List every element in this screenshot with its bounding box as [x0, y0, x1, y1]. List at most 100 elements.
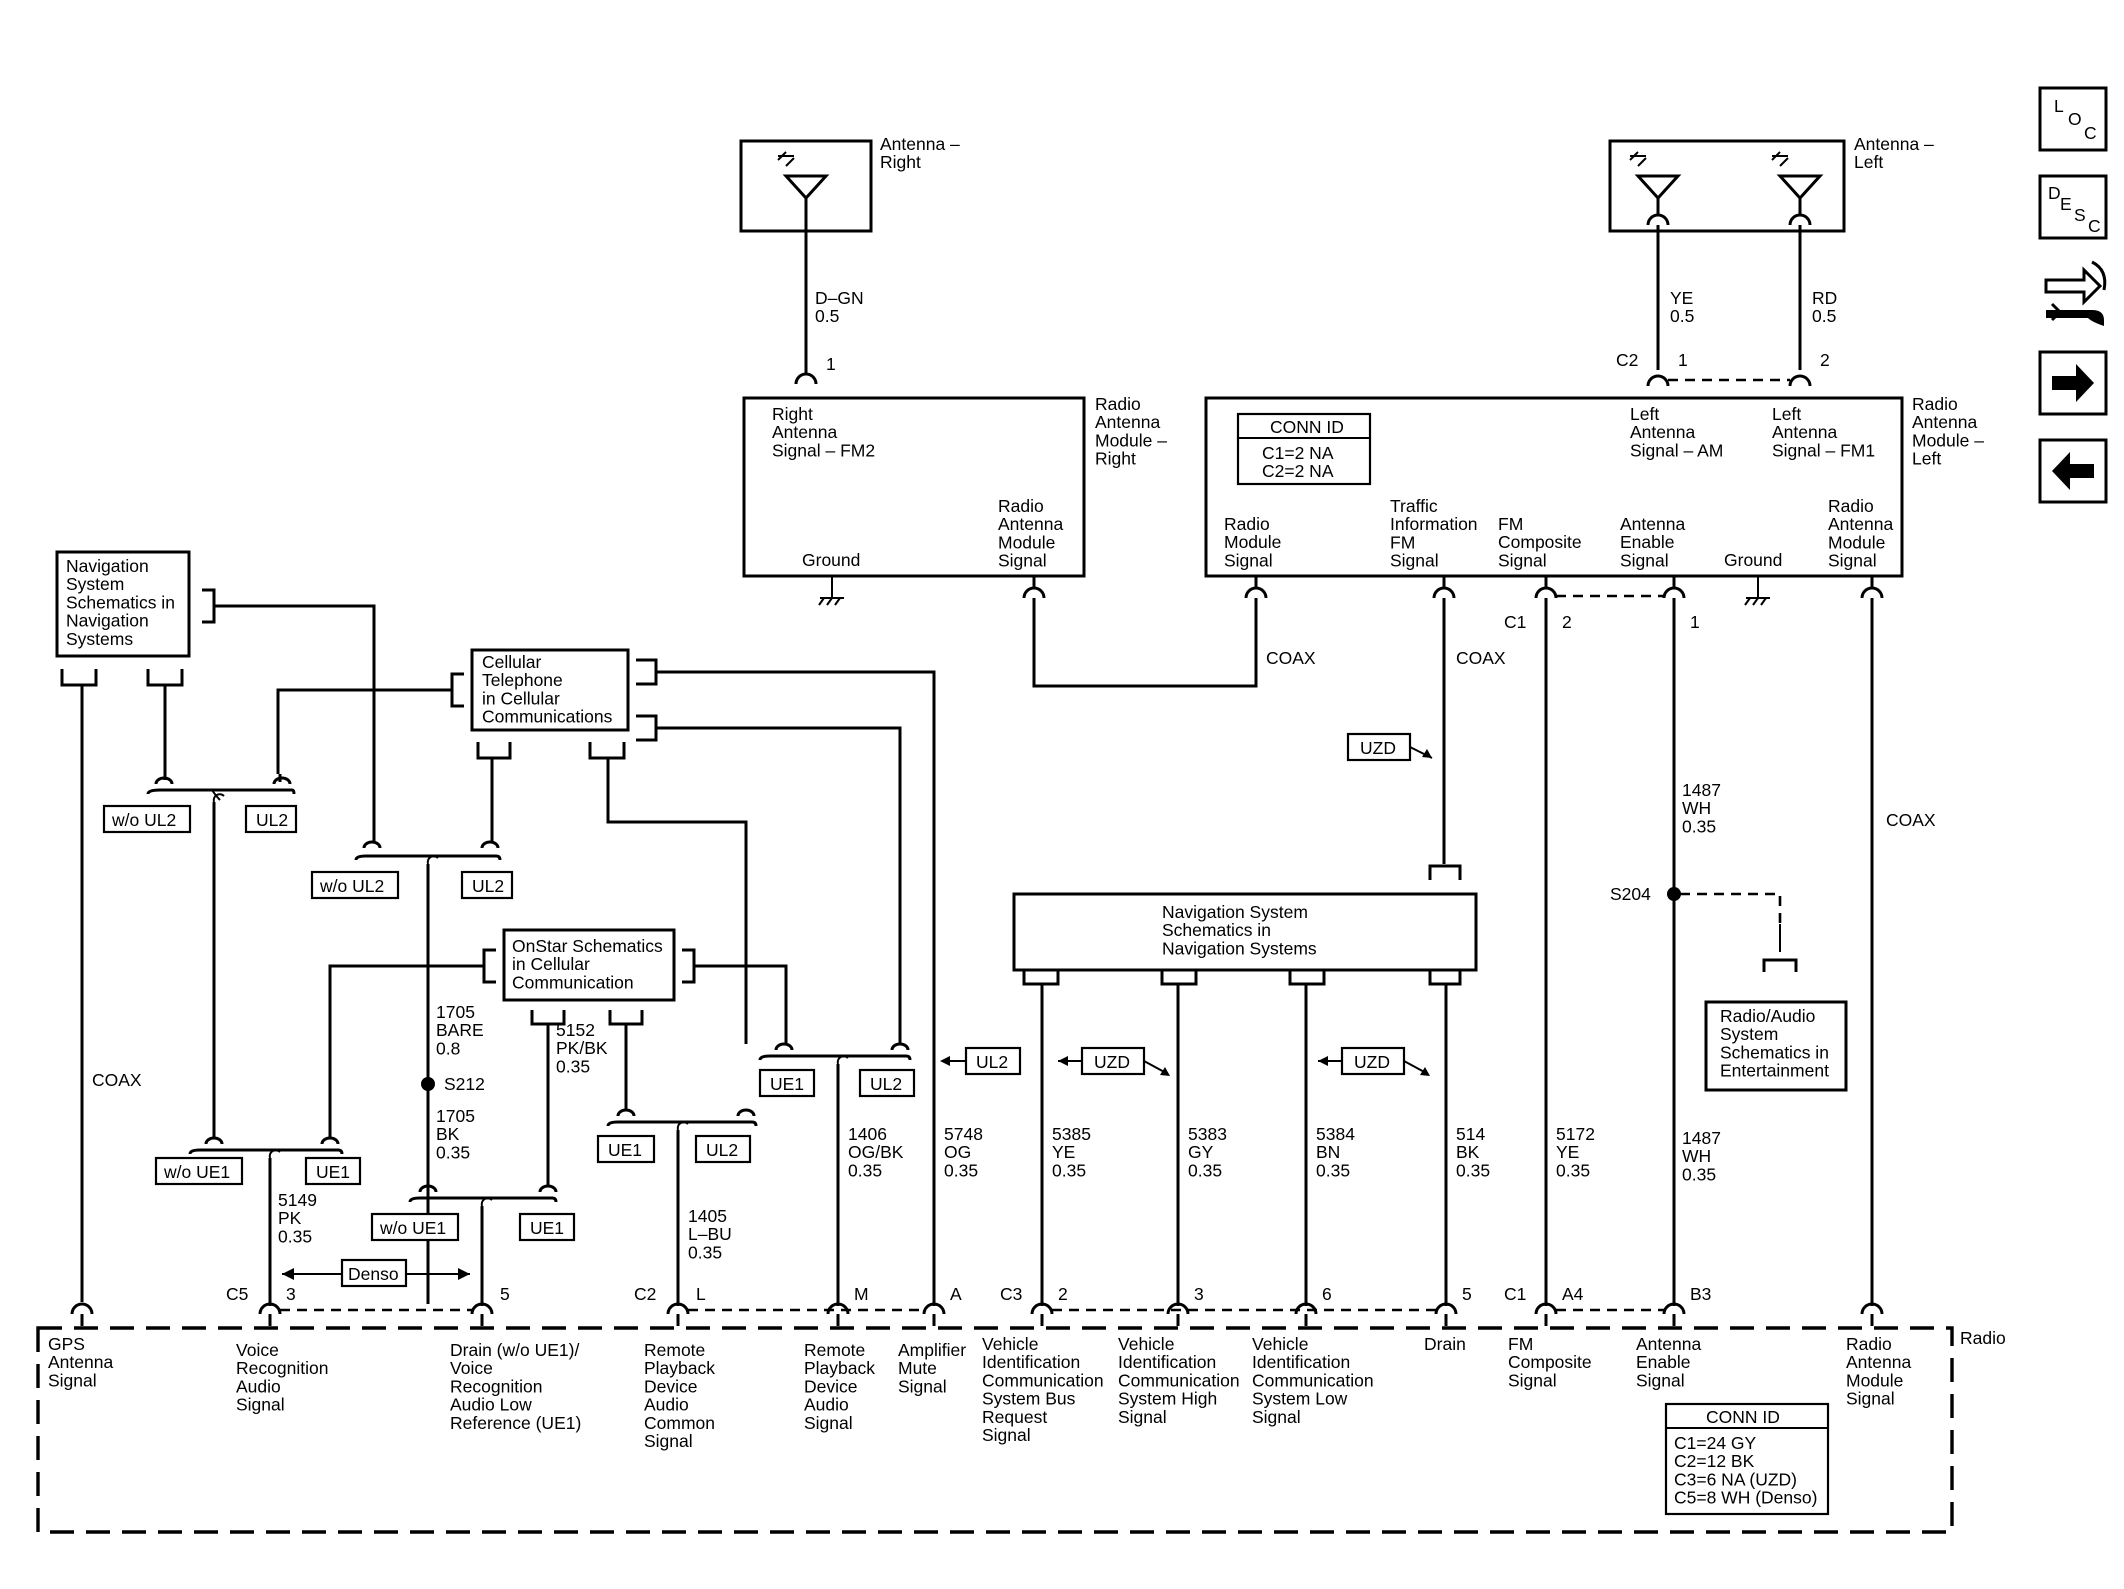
text-line: Enable — [1620, 532, 1675, 552]
text-line: Device — [804, 1376, 858, 1396]
ref-navigation-system-mid[interactable] — [1012, 892, 1478, 972]
text-line: System High — [1118, 1389, 1217, 1409]
svg-text:UZD: UZD — [1360, 738, 1396, 758]
text-line: Voice — [450, 1358, 493, 1378]
radio-pin-3a: 3 — [286, 1284, 296, 1304]
text-line: YE — [1052, 1142, 1075, 1162]
text-line: YE — [1556, 1142, 1579, 1162]
text-line: C5=8 WH (Denso) — [1674, 1488, 1817, 1508]
text-line: Remote — [644, 1340, 705, 1360]
radio-pin-a: A — [950, 1284, 962, 1304]
text-line: Schematics in — [66, 592, 175, 612]
option-denso — [340, 1258, 408, 1288]
text-line: Communication — [1252, 1370, 1374, 1390]
text-line: Vehicle — [982, 1334, 1038, 1354]
radio-pin-3b: 3 — [1194, 1284, 1204, 1304]
text-line: 5152 — [556, 1020, 595, 1040]
text-line: Drain (w/o UE1)/ — [450, 1340, 579, 1360]
option-uzd-3 — [1340, 1046, 1406, 1076]
left-arrow-icon[interactable] — [2038, 438, 2108, 504]
text-line: Signal — [1846, 1389, 1895, 1409]
connector-wrench-icon[interactable] — [2044, 260, 2107, 326]
radio-pin-m: M — [854, 1284, 869, 1304]
text-line: in Cellular — [512, 954, 590, 974]
text-line: System — [66, 574, 124, 594]
text-line: Systems — [66, 629, 133, 649]
ref-cellular-telephone[interactable] — [470, 648, 630, 732]
option-bracket-6 — [758, 1042, 912, 1306]
text-line: Composite — [1498, 532, 1582, 552]
text-line: Navigation — [66, 611, 149, 631]
text-line: Left — [1630, 404, 1659, 424]
text-line: 0.35 — [1052, 1160, 1086, 1180]
radio-pin-6: 6 — [1322, 1284, 1332, 1304]
option-ul2-4 — [858, 1068, 916, 1098]
text-line: Radio — [1912, 394, 1958, 414]
pin-2-left-module: 2 — [1562, 612, 1572, 632]
text-line: Left — [1772, 404, 1801, 424]
text-line: Signal – AM — [1630, 440, 1723, 460]
text-line: Radio — [1095, 394, 1141, 414]
text-line: Identification — [982, 1352, 1080, 1372]
text-line: C3=6 NA (UZD) — [1674, 1469, 1797, 1489]
text-line: PK/BK — [556, 1038, 608, 1058]
text-line: Antenna — [1828, 514, 1893, 534]
ref-onstar[interactable] — [502, 928, 676, 1002]
svg-text:UZD: UZD — [1094, 1052, 1130, 1072]
text-line: Left — [1912, 449, 1941, 469]
coax-label-3: COAX — [1886, 810, 1936, 830]
option-bracket-3 — [188, 1136, 344, 1306]
text-line: 0.35 — [848, 1160, 882, 1180]
radio-pin-l: L — [696, 1284, 706, 1304]
text-line: Enable — [1636, 1352, 1691, 1372]
text-line: 0.8 — [436, 1038, 460, 1058]
text-line: OG — [944, 1142, 971, 1162]
radio-antenna-module-right — [742, 396, 1086, 578]
text-line: Recognition — [450, 1376, 542, 1396]
text-line: Antenna — [48, 1352, 113, 1372]
text-line: Left — [1854, 152, 1883, 172]
loc-button[interactable]: L O C — [2038, 86, 2108, 152]
text-line: Signal — [1828, 551, 1877, 571]
text-line: 5383 — [1188, 1124, 1227, 1144]
radio-pin-c3: C3 — [1000, 1284, 1022, 1304]
right-arrow-icon[interactable] — [2038, 350, 2108, 416]
text-line: WH — [1682, 1146, 1711, 1166]
pin-c1-left-module: C1 — [1504, 612, 1526, 632]
text-line: Navigation Systems — [1162, 938, 1317, 958]
ref-navigation-system-top[interactable] — [55, 550, 191, 658]
text-line: Signal — [644, 1431, 693, 1451]
svg-text:UE1: UE1 — [530, 1218, 564, 1238]
desc-button[interactable]: D E S C — [2038, 174, 2108, 240]
ref-radio-audio-system[interactable] — [1704, 1000, 1848, 1092]
text-line: Signal — [236, 1395, 285, 1415]
radio-pin-vic-bus-request: VehicleIdentificationCommunicationSystem… — [982, 1334, 1104, 1445]
text-line: 0.35 — [1316, 1160, 1350, 1180]
text-line: 0.35 — [1556, 1160, 1590, 1180]
option-ue1-3 — [596, 1134, 656, 1164]
splice-s212 — [421, 1077, 435, 1091]
svg-text:w/o UL2: w/o UL2 — [319, 876, 384, 896]
text-line: Signal — [1620, 550, 1669, 570]
radio-conn-id-title: CONN ID — [1706, 1407, 1780, 1427]
text-line: 0.5 — [1812, 306, 1836, 326]
option-ue1-2 — [518, 1212, 576, 1242]
splice-s204 — [1667, 887, 1681, 901]
svg-text:w/o UE1: w/o UE1 — [163, 1162, 230, 1182]
text-line: Antenna — [1630, 422, 1695, 442]
antenna-right-label: Antenna –Right — [880, 134, 960, 172]
svg-text:C: C — [2084, 123, 2097, 143]
text-line: Module – — [1912, 430, 1984, 450]
